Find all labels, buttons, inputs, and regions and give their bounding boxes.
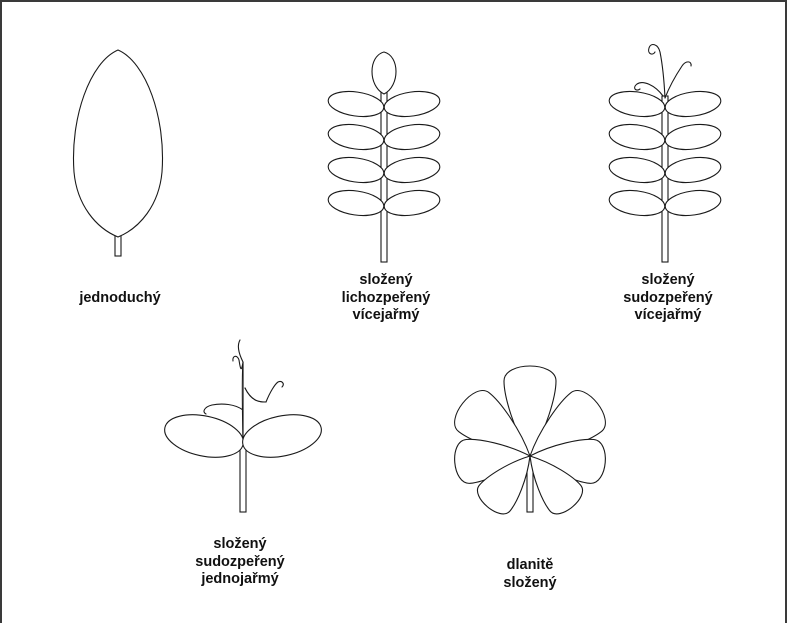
caption-line: sudozpeřený [608, 290, 728, 308]
leaflet [327, 187, 386, 219]
caption-line: dlanitě [470, 557, 590, 575]
caption-line: vícejařmý [326, 307, 446, 325]
leaflet [383, 121, 442, 153]
caption-line: složený [608, 272, 728, 290]
leaflet [327, 154, 386, 186]
terminal-leaflet [372, 52, 396, 94]
caption-line: složený [180, 536, 300, 554]
single-pair-petiole [240, 440, 246, 512]
even-pinnate-rachis [662, 96, 668, 262]
caption-even-pinnate-single: složený sudozpeřený jednojařmý [180, 536, 300, 589]
rachis-edge [242, 362, 243, 440]
leaflet [608, 187, 667, 219]
leaflet [383, 88, 442, 120]
caption-line: složený [470, 575, 590, 593]
leaf-odd-pinnate [327, 52, 442, 262]
tendril [266, 381, 283, 402]
leaf-palmate [447, 366, 612, 520]
caption-line: sudozpeřený [180, 554, 300, 572]
leaflet [327, 88, 386, 120]
leaf-even-pinnate-multi [608, 45, 723, 262]
leaflet [239, 408, 326, 464]
leaflet [664, 88, 723, 120]
caption-palmate: dlanitě složený [470, 557, 590, 592]
tendril [204, 404, 243, 414]
caption-line: složený [326, 272, 446, 290]
leaflet [161, 408, 248, 464]
leaflet [664, 154, 723, 186]
leaflet [608, 154, 667, 186]
leaflet [383, 154, 442, 186]
leaflet [664, 187, 723, 219]
simple-blade [73, 50, 162, 237]
leaflet [608, 121, 667, 153]
caption-line: vícejařmý [608, 307, 728, 325]
caption-line: jednoduchý [60, 290, 180, 308]
leaflet [664, 121, 723, 153]
caption-line: lichozpeřený [326, 290, 446, 308]
caption-line: jednojařmý [180, 571, 300, 589]
leaflet [383, 187, 442, 219]
leaf-simple [73, 50, 162, 256]
caption-odd-pinnate: složený lichozpeřený vícejařmý [326, 272, 446, 325]
leaf-even-pinnate-single [161, 340, 326, 512]
caption-even-pinnate-multi: složený sudozpeřený vícejařmý [608, 272, 728, 325]
caption-simple: jednoduchý [60, 290, 180, 308]
leaflet [327, 121, 386, 153]
